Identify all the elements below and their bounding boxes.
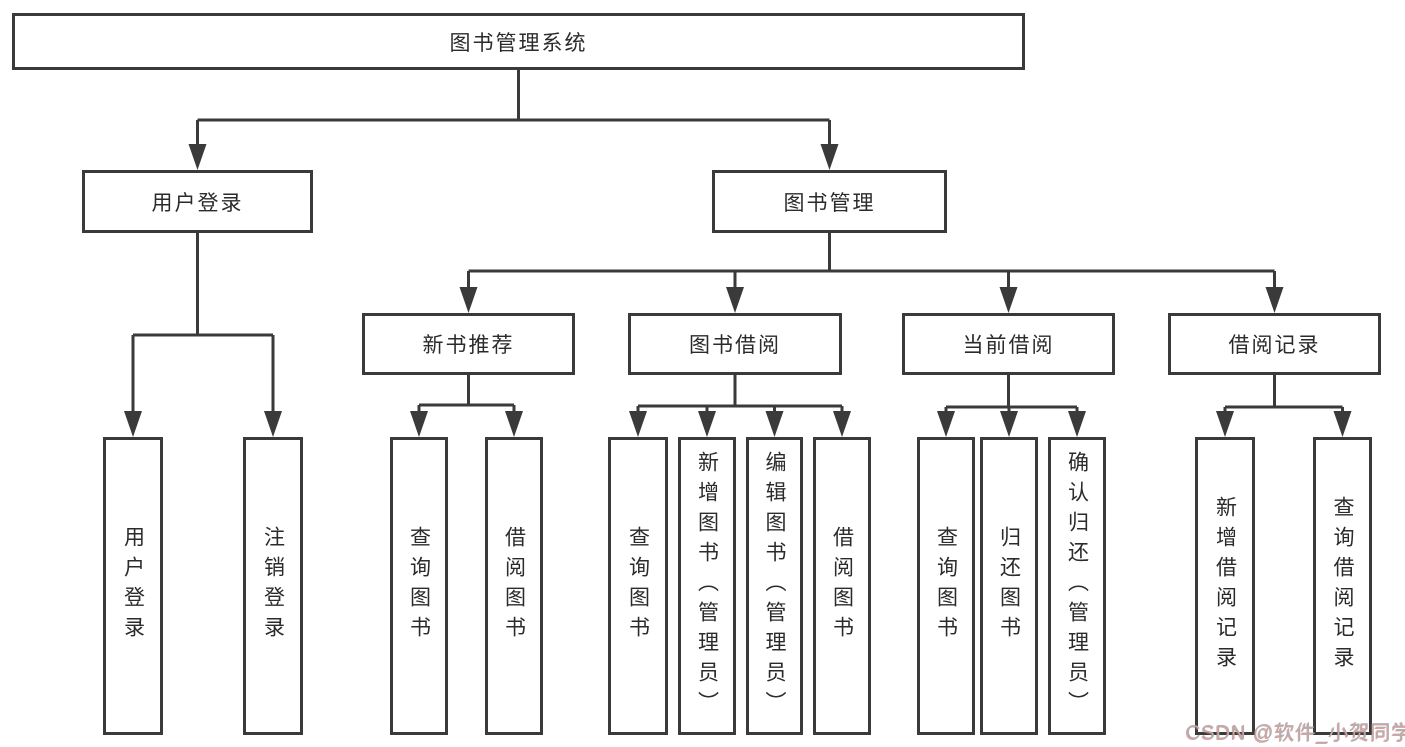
node-book-management: 图书管理 bbox=[712, 170, 947, 233]
node-user-login-label: 用户登录 bbox=[151, 191, 244, 215]
csdn-watermark: CSDN @软件_小贺同学 bbox=[1186, 722, 1405, 744]
leaf-recommend-query-books: 查询图书 bbox=[390, 437, 448, 735]
leaf-current-query-books: 查询图书 bbox=[917, 437, 975, 735]
leaf-query-borrow-record-label: 查询借阅记录 bbox=[1331, 496, 1354, 676]
leaf-edit-books-admin: 编辑图书（管理员） bbox=[746, 437, 803, 735]
node-borrowing-records-label: 借阅记录 bbox=[1228, 334, 1321, 357]
node-book-borrowing: 图书借阅 bbox=[628, 313, 842, 375]
node-library-system: 图书管理系统 bbox=[12, 13, 1025, 70]
leaf-current-query-books-label: 查询图书 bbox=[934, 526, 958, 646]
leaf-confirm-return-admin: 确认归还（管理员） bbox=[1048, 437, 1106, 735]
leaf-borrow-books: 借阅图书 bbox=[813, 437, 871, 735]
node-current-borrowing: 当前借阅 bbox=[902, 313, 1115, 375]
leaf-edit-books-admin-label: 编辑图书（管理员） bbox=[763, 451, 786, 721]
node-new-book-recommend-label: 新书推荐 bbox=[422, 334, 515, 357]
leaf-add-books-admin-label: 新增图书（管理员） bbox=[695, 451, 719, 721]
leaf-user-login: 用户登录 bbox=[103, 437, 163, 735]
leaf-borrow-query-books-label: 查询图书 bbox=[626, 526, 650, 646]
leaf-borrow-query-books: 查询图书 bbox=[608, 437, 668, 735]
leaf-return-books-label: 归还图书 bbox=[997, 526, 1021, 646]
leaf-add-books-admin: 新增图书（管理员） bbox=[678, 437, 736, 735]
leaf-confirm-return-admin-label: 确认归还（管理员） bbox=[1065, 451, 1089, 721]
node-user-login: 用户登录 bbox=[82, 170, 313, 233]
leaf-add-borrow-record: 新增借阅记录 bbox=[1195, 437, 1255, 735]
node-book-borrowing-label: 图书借阅 bbox=[689, 334, 781, 357]
leaf-query-borrow-record: 查询借阅记录 bbox=[1313, 437, 1372, 735]
leaf-add-borrow-record-label: 新增借阅记录 bbox=[1213, 496, 1237, 676]
leaf-user-login-label: 用户登录 bbox=[121, 526, 145, 646]
leaf-recommend-borrow-books-label: 借阅图书 bbox=[502, 526, 526, 646]
node-library-system-label: 图书管理系统 bbox=[449, 31, 588, 55]
leaf-recommend-borrow-books: 借阅图书 bbox=[485, 437, 543, 735]
leaf-recommend-query-books-label: 查询图书 bbox=[407, 526, 431, 646]
node-borrowing-records: 借阅记录 bbox=[1168, 313, 1381, 375]
node-new-book-recommend: 新书推荐 bbox=[362, 313, 575, 375]
leaf-logout-label: 注销登录 bbox=[261, 526, 285, 646]
node-book-management-label: 图书管理 bbox=[783, 191, 876, 215]
leaf-logout: 注销登录 bbox=[243, 437, 303, 735]
node-current-borrowing-label: 当前借阅 bbox=[962, 334, 1055, 357]
leaf-borrow-books-label: 借阅图书 bbox=[830, 526, 854, 646]
leaf-return-books: 归还图书 bbox=[980, 437, 1038, 735]
